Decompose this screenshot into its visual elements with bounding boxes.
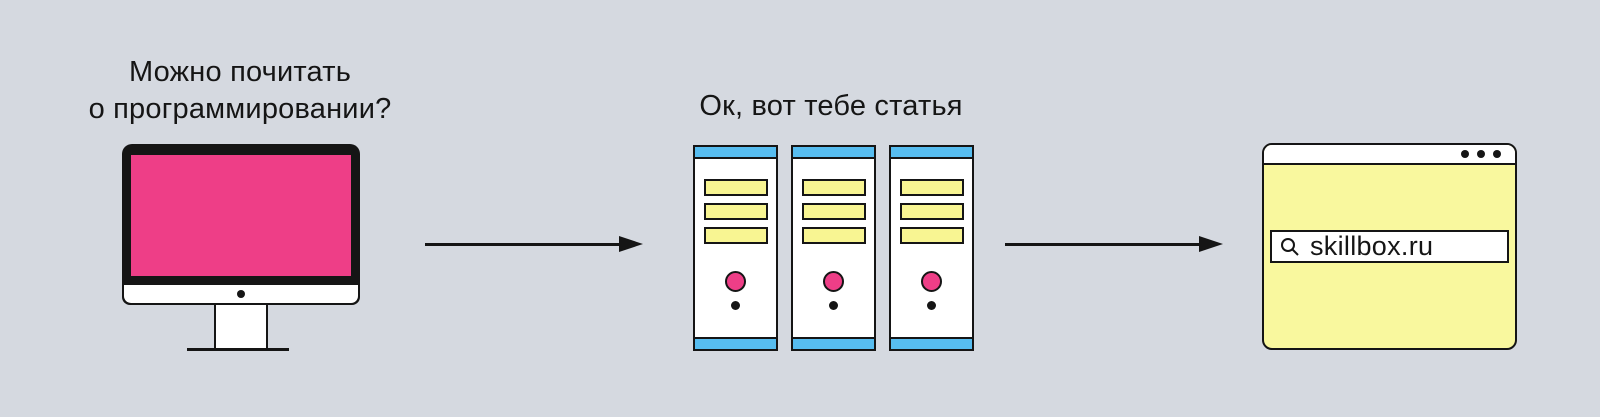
monitor-base — [187, 348, 289, 351]
server-bottom-bar — [891, 337, 972, 349]
server-power-dot — [731, 301, 740, 310]
server-bottom-bar — [793, 337, 874, 349]
address-text: skillbox.ru — [1310, 231, 1434, 261]
server-drive-slot — [703, 179, 768, 196]
monitor-bezel — [122, 144, 360, 305]
server-drive-slot — [899, 203, 964, 220]
monitor-screen — [131, 155, 351, 276]
window-dots — [1461, 150, 1501, 158]
window-control-dot — [1461, 150, 1469, 158]
browser-window: skillbox.ru — [1262, 143, 1517, 350]
arrow-head — [619, 236, 643, 252]
server-drive-slot — [801, 227, 866, 244]
server-drive-slot — [801, 203, 866, 220]
server-top-bar — [891, 147, 972, 159]
window-control-dot — [1477, 150, 1485, 158]
arrow-client-to-server-icon — [425, 236, 643, 252]
question-line-1: Можно почитать — [128, 56, 352, 88]
server-bottom-bar — [695, 337, 776, 349]
server-power-light — [725, 271, 746, 292]
search-icon — [1281, 237, 1299, 256]
server-drive-slot — [801, 179, 866, 196]
monitor-chin — [124, 285, 358, 303]
browser-titlebar — [1264, 145, 1515, 165]
monitor-stand — [214, 305, 268, 349]
server-drive-slot — [703, 227, 768, 244]
server-rack — [693, 145, 974, 351]
server-tower-icon — [791, 145, 876, 351]
monitor-camera-dot — [237, 290, 245, 298]
address-bar: skillbox.ru — [1270, 230, 1509, 263]
server-slots — [899, 179, 964, 244]
server-top-bar — [793, 147, 874, 159]
server-top-bar — [695, 147, 776, 159]
server-slots — [703, 179, 768, 244]
server-tower-icon — [889, 145, 974, 351]
server-power-light — [921, 271, 942, 292]
client-question-label: Можно почитать о программировании? — [40, 54, 440, 128]
server-power-dot — [927, 301, 936, 310]
server-power-dot — [829, 301, 838, 310]
server-answer-label: Ок, вот тебе статья — [699, 90, 963, 122]
arrow-shaft — [425, 243, 621, 246]
arrow-shaft — [1005, 243, 1201, 246]
desktop-monitor-icon — [122, 144, 360, 352]
server-drive-slot — [703, 203, 768, 220]
arrow-head — [1199, 236, 1223, 252]
arrow-server-to-browser-icon — [1005, 236, 1223, 252]
server-drive-slot — [899, 179, 964, 196]
server-tower-icon — [693, 145, 778, 351]
server-power-light — [823, 271, 844, 292]
window-control-dot — [1493, 150, 1501, 158]
server-slots — [801, 179, 866, 244]
question-line-2: о программировании? — [88, 93, 392, 125]
server-drive-slot — [899, 227, 964, 244]
